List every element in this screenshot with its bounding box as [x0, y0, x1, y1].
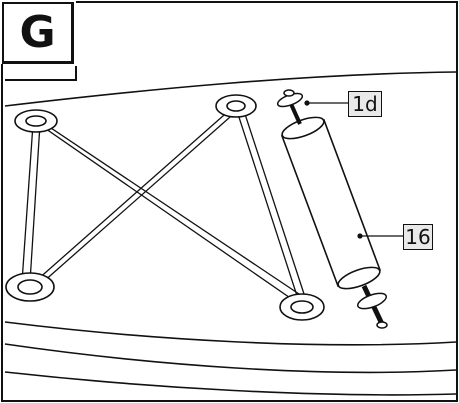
d-ring-bottom-left [5, 272, 55, 302]
d-ring-top-left [14, 109, 58, 133]
bungee-cord [21, 107, 307, 303]
d-ring-mounts [5, 94, 325, 321]
board-surface [4, 71, 457, 396]
d-ring-bottom-right [279, 293, 325, 321]
step-badge: G [2, 2, 74, 64]
part-1d-pins [276, 89, 388, 329]
callout-part-16: 16 [403, 224, 433, 250]
callout-part-1d: 1d [348, 91, 382, 117]
part-16-cylinder [280, 116, 382, 290]
d-ring-top-right [215, 94, 257, 118]
callout-leaders [304, 100, 403, 239]
step-letter: G [19, 6, 56, 58]
badge-underline [5, 66, 77, 81]
